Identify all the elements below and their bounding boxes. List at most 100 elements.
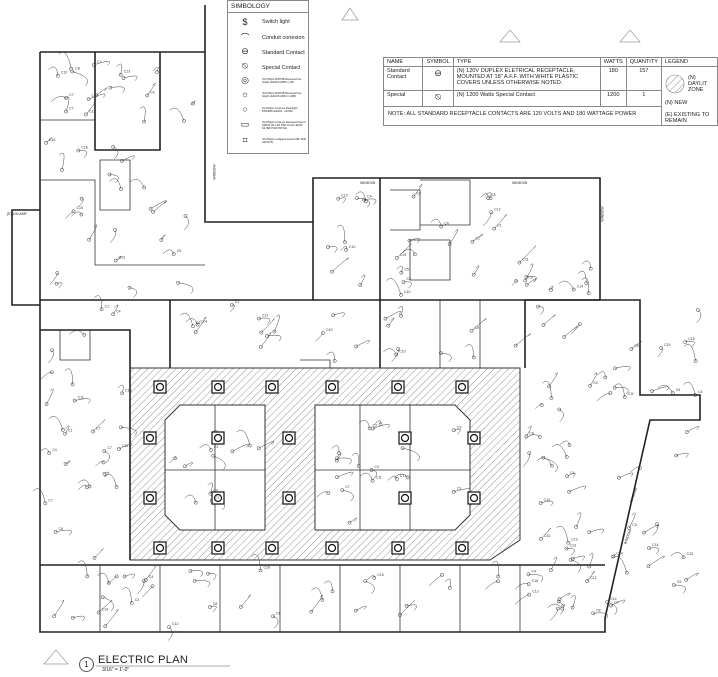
recessed-fixture-icon — [265, 380, 279, 394]
circuit-label: C8 — [75, 67, 80, 71]
conduit-arc — [139, 106, 146, 122]
conduit-arc — [525, 263, 534, 281]
fixture-dot — [603, 375, 608, 380]
row-name: Special — [382, 89, 424, 107]
drawing-title: ELECTRIC PLAN — [98, 654, 189, 666]
conduit-arc — [58, 51, 72, 69]
conduit-arc — [207, 482, 213, 494]
simbology-item: Conduit conexion — [262, 35, 305, 41]
fixture-dot — [539, 537, 543, 541]
fixture-dot — [624, 570, 629, 575]
legend-new: (N) NEW — [665, 100, 688, 106]
fixture-dot — [358, 283, 363, 287]
conduit-arc — [514, 583, 529, 590]
circuit-label: C3 — [406, 277, 411, 281]
panel-label: (E) 100 AMP — [7, 212, 27, 216]
fixture-dot — [539, 403, 544, 407]
simbology-item: (N) Philips CoreLine Recessed Spot II SM… — [262, 121, 306, 131]
fixture-dot — [627, 526, 632, 530]
circuit-label: C7 — [48, 498, 53, 502]
fixture-dot — [72, 398, 77, 403]
recessed-fixture-icon — [211, 541, 225, 555]
circuit-label: C4 — [444, 222, 449, 226]
circuit-label: C9 — [676, 388, 681, 392]
fixture-dot — [671, 583, 676, 587]
downlight-icon: ○ — [242, 104, 248, 114]
recessed-fixture-icon — [398, 491, 412, 505]
conduit-arc — [53, 599, 65, 617]
conduit-arc — [93, 61, 110, 66]
conduit-arc — [356, 340, 370, 347]
fixture-dot — [103, 624, 108, 629]
fixture-dot — [159, 238, 164, 242]
fixture-dot — [605, 600, 610, 604]
conduit-arc — [103, 474, 117, 487]
circuit-label: C9 — [677, 580, 682, 584]
fixture-dot — [247, 443, 252, 448]
simbology-item: (N) Philips DN570B Recessed low height L… — [262, 78, 302, 85]
recessed-fixture-icon — [143, 491, 157, 505]
fixture-dot — [526, 582, 531, 587]
fixture-dot — [337, 451, 341, 456]
circuit-label: C15 — [688, 337, 694, 341]
fixture-dot — [265, 334, 269, 338]
fixture-dot — [191, 324, 195, 329]
conduit-arc — [33, 488, 46, 504]
fixture-dot — [541, 455, 546, 460]
conduit-arc — [105, 608, 119, 627]
fixture-dot — [617, 475, 621, 480]
circuit-label: C13 — [400, 253, 406, 257]
fixture-dot — [556, 606, 560, 611]
circuit-label: C15 — [77, 206, 83, 210]
conduit-arc — [556, 525, 569, 543]
fixture-dot — [258, 568, 263, 573]
legend-cell: (N) DAYLIT ZONE (N) NEW (E) EXISTING TO … — [661, 66, 718, 126]
conduit-arc — [409, 238, 421, 244]
fixture-dot — [208, 605, 212, 609]
circuit-label: C6 — [196, 321, 201, 325]
schedule-note: NOTE: ALL STANDARD RECEPTACLE CONTACTS A… — [383, 105, 662, 127]
fixture-dot — [343, 240, 347, 245]
schedule-header: NAME SYMBOL TYPE WATTS QUANTITY LEGEND — [382, 57, 718, 67]
conduit-arc — [48, 66, 59, 76]
simbology-title: SIMBOLOGY — [228, 1, 308, 13]
recessed-fixture-icon — [391, 380, 405, 394]
fixture-dot — [562, 335, 566, 339]
conduit-arc — [388, 317, 395, 326]
fixture-dot — [401, 280, 406, 284]
conduit-arc — [95, 460, 104, 467]
conduit-arc — [207, 573, 217, 581]
circuit-label: C6 — [213, 602, 218, 606]
conduit-arc — [59, 152, 65, 171]
fixture-dot — [489, 210, 494, 215]
fixture-dot — [496, 579, 500, 584]
fixture-dot — [574, 525, 578, 529]
circuit-label: C16 — [81, 146, 87, 150]
conduit-arc — [524, 434, 540, 440]
fixture-dot — [407, 238, 412, 243]
circuit-label: C1 — [235, 300, 240, 304]
circuit-label: C3 — [528, 276, 533, 280]
conduit-arc — [567, 472, 576, 478]
fixture-dot — [670, 391, 675, 395]
fixture-dot — [541, 323, 546, 327]
conduit-arc — [365, 580, 375, 595]
fixture-dot — [396, 347, 401, 351]
fixture-dot — [363, 579, 367, 583]
conduit-arc — [180, 312, 194, 327]
circuit-label: C4 — [531, 569, 536, 573]
fixture-dot — [102, 471, 107, 476]
conduit-arc — [614, 383, 625, 397]
fixture-dot — [527, 451, 532, 455]
circuit-label: C7 — [345, 485, 350, 489]
conduit-arc — [336, 224, 346, 243]
circuit-label: C3 — [375, 465, 380, 469]
recessed-fixture-icon — [153, 380, 167, 394]
conduit-arc — [428, 574, 443, 587]
conduit-arc — [258, 441, 275, 449]
circuit-label: C12 — [262, 313, 268, 317]
conduit-arc — [236, 429, 251, 446]
conduit-arc — [323, 580, 333, 592]
row-quantity: 1 — [625, 89, 663, 107]
recessed-light-icon: ◎ — [241, 75, 249, 85]
